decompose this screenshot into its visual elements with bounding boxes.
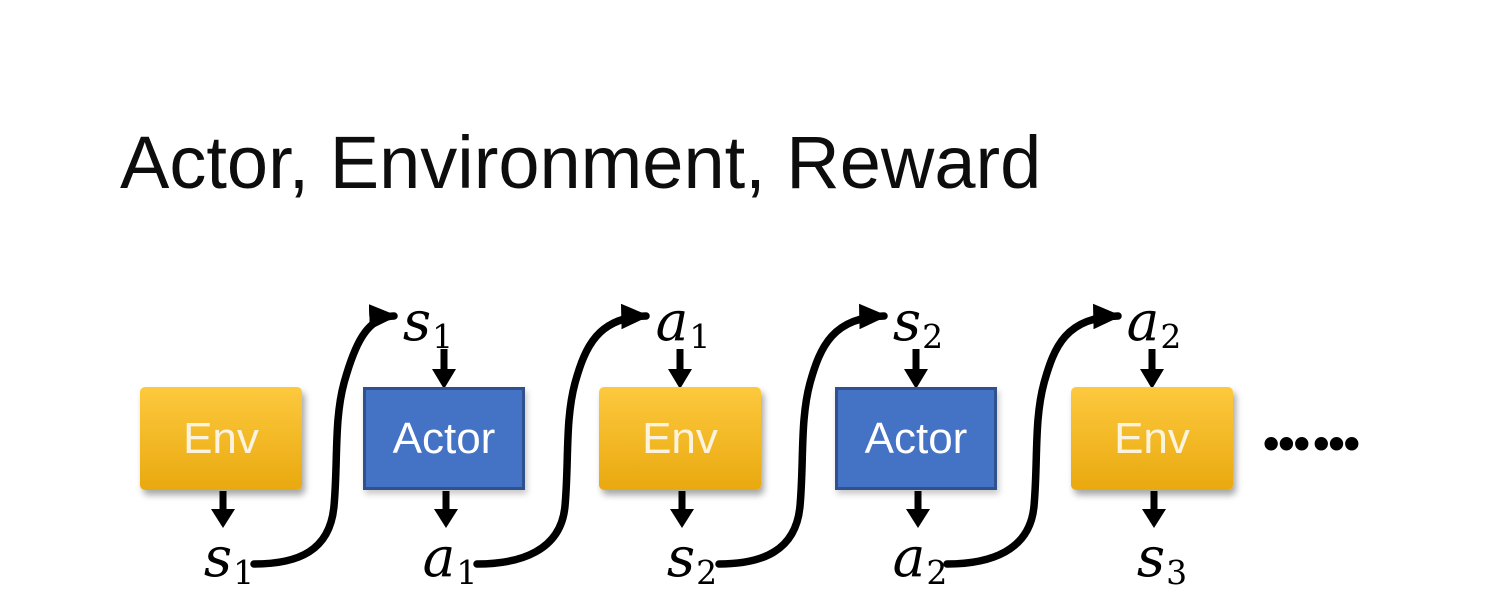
math-subscript: 3 (1166, 552, 1188, 592)
math-subscript: 2 (1160, 316, 1182, 356)
input-arrow-a1-to-env2 (668, 349, 692, 389)
top-label-s2: s2 (893, 294, 943, 353)
math-subscript: 2 (926, 552, 948, 592)
math-letter: s (666, 525, 696, 589)
math-letter: s (402, 289, 432, 353)
env-box-1: Env (140, 387, 302, 490)
env-box-2: Env (599, 387, 761, 490)
math-subscript: 1 (456, 552, 478, 592)
top-label-a1: a1 (656, 294, 711, 353)
bottom-label-s3: s3 (1137, 530, 1187, 589)
actor-box-2: Actor (835, 387, 997, 490)
math-letter: s (203, 525, 233, 589)
bottom-label-a1: a1 (423, 530, 478, 589)
continuation-ellipsis: ••• ••• (1259, 423, 1364, 467)
math-subscript: 2 (696, 552, 718, 592)
math-letter: s (1136, 525, 1166, 589)
output-arrow-actor2-to-a2 (906, 491, 930, 528)
math-letter: a (892, 525, 926, 589)
math-letter: s (892, 289, 922, 353)
math-letter: a (655, 289, 689, 353)
output-arrow-env1-to-s1 (211, 491, 235, 528)
bottom-label-s1: s1 (204, 530, 254, 589)
bottom-label-s2: s2 (667, 530, 717, 589)
math-subscript: 1 (233, 552, 255, 592)
math-subscript: 2 (922, 316, 944, 356)
env-box-3: Env (1071, 387, 1233, 490)
output-arrow-actor1-to-a1 (434, 491, 458, 528)
output-arrow-env2-to-s2 (670, 491, 694, 528)
math-letter: a (422, 525, 456, 589)
math-letter: a (1126, 289, 1160, 353)
math-subscript: 1 (689, 316, 711, 356)
output-arrow-env3-to-s3 (1142, 491, 1166, 528)
top-label-s1: s1 (403, 294, 453, 353)
actor-box-1: Actor (363, 387, 525, 490)
top-label-a2: a2 (1127, 294, 1182, 353)
math-subscript: 1 (432, 316, 454, 356)
bottom-label-a2: a2 (893, 530, 948, 589)
slide-title: Actor, Environment, Reward (120, 121, 1042, 204)
